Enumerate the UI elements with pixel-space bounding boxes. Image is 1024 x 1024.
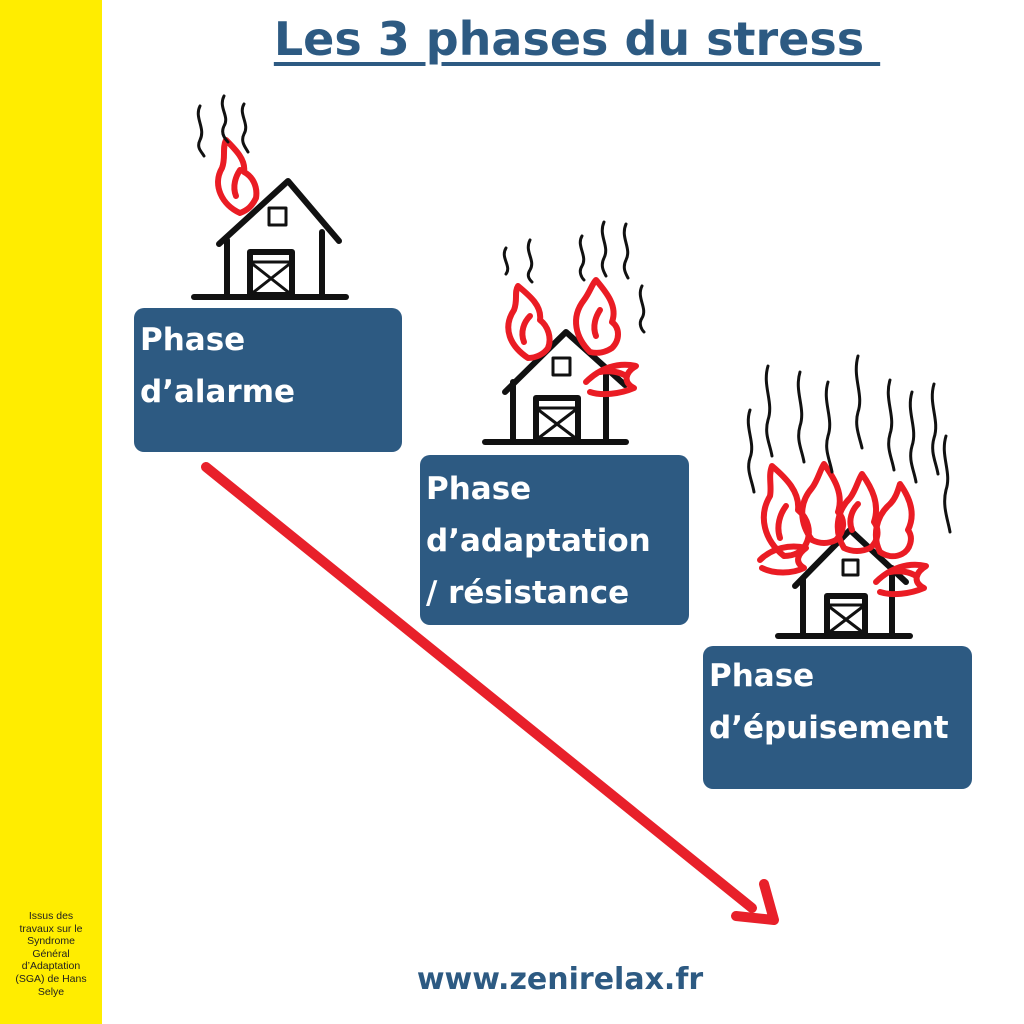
page-title: Les 3 phases du stress bbox=[273, 12, 881, 66]
phase-alarme-box: Phase d’alarme bbox=[134, 308, 402, 452]
arrow-down-right-icon bbox=[201, 462, 779, 925]
smoke-icon bbox=[502, 220, 646, 334]
flame-icon bbox=[215, 137, 260, 216]
smoke-icon bbox=[746, 354, 952, 534]
source-note: Issus des travaux sur le Syndrome Généra… bbox=[15, 910, 87, 998]
phase-epuisement-box: Phase d’épuisement bbox=[703, 646, 972, 789]
flame-icon bbox=[757, 461, 929, 598]
website-link[interactable]: www.zenirelax.fr bbox=[416, 962, 704, 997]
side-bar bbox=[0, 0, 102, 1024]
flame-icon bbox=[505, 277, 639, 398]
house-icon bbox=[191, 178, 349, 300]
smoke-icon bbox=[196, 94, 250, 158]
phase-adaptation-box: Phase d’adaptation / résistance bbox=[420, 455, 689, 625]
